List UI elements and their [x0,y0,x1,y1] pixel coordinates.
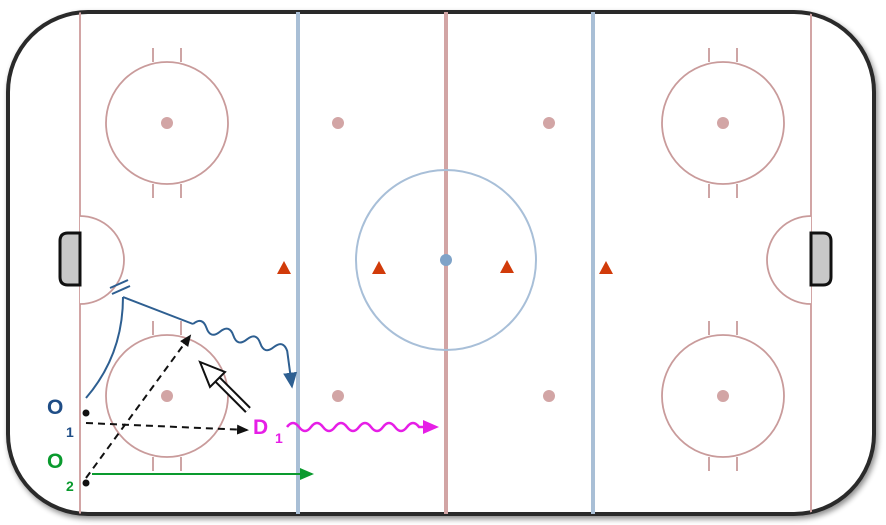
faceoff-circle-bottom-left [105,321,229,471]
player-o1-sub: 1 [66,424,74,440]
player-d1-sub: 1 [275,430,283,446]
faceoff-dot-top-left [161,117,173,129]
o1-wavy-skate [192,319,298,389]
stop-mark [109,279,131,295]
player-o1: O 1 [47,396,74,440]
o2-position-dot [82,479,90,487]
player-d1-letter: D [253,416,268,439]
left-net [58,231,82,287]
faceoff-circle-top-left [105,48,229,198]
player-d1: D 1 [253,416,283,446]
faceoff-dot-top-right [717,117,729,129]
o1-skate-path [85,296,124,399]
faceoff-dot-bottom-right [717,390,729,402]
cone-4 [599,261,613,274]
center-circle [355,169,537,351]
pass-o1-to-d1 [85,422,249,435]
shot-arrow [198,360,251,413]
player-o2-letter: O [47,450,63,473]
left-goal-crease [79,215,125,305]
right-goal-crease [766,215,812,305]
o1-position-dot [82,409,90,417]
neutral-dot-top-left [332,117,344,129]
player-o1-letter: O [47,396,63,419]
pass-o2-to-point [85,334,192,479]
o1-curl-path [122,296,194,325]
d1-wavy-skate [286,420,439,434]
neutral-dot-top-right [543,117,555,129]
faceoff-dot-bottom-left [161,390,173,402]
player-o2: O 2 [47,450,74,494]
cone-2 [372,261,386,274]
cone-3 [500,260,514,273]
player-o2-sub: 2 [66,478,74,494]
center-dot [440,254,452,266]
faceoff-circle-bottom-right [661,321,785,471]
right-net [809,231,833,287]
faceoff-circle-top-right [661,48,785,198]
neutral-dot-bottom-right [543,390,555,402]
cone-1 [277,261,291,274]
neutral-dot-bottom-left [332,390,344,402]
